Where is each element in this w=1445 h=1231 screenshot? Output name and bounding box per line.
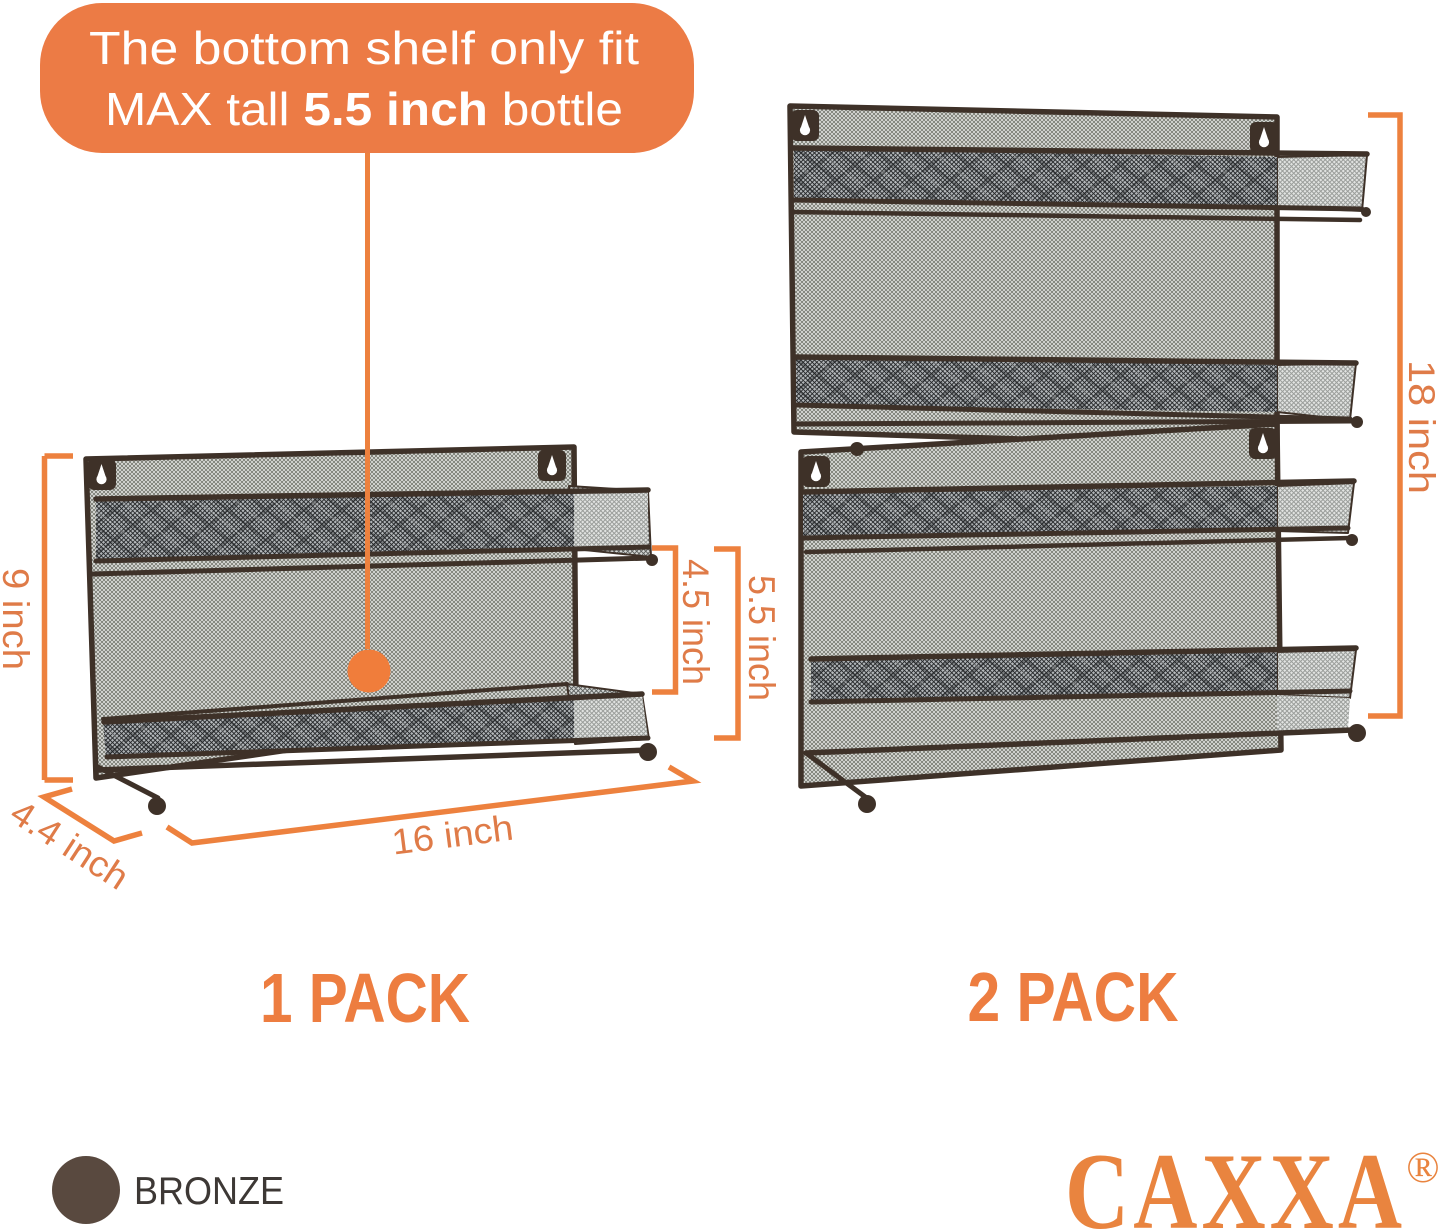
svg-text:2 PACK: 2 PACK [968,958,1179,1036]
svg-text:4.4 inch: 4.4 inch [3,791,136,897]
svg-text:9 inch: 9 inch [0,568,36,670]
svg-text:4.5 inch: 4.5 inch [675,559,716,685]
svg-text:1 PACK: 1 PACK [260,959,470,1037]
svg-text:18 inch: 18 inch [1401,360,1442,494]
svg-text:The bottom shelf only fit: The bottom shelf only fit [89,22,639,74]
svg-text:CAXXA: CAXXA [1065,1130,1406,1231]
svg-text:5.5 inch: 5.5 inch [741,575,782,701]
svg-text:BRONZE: BRONZE [134,1170,284,1213]
svg-text:®: ® [1406,1143,1439,1192]
svg-text:MAX tall 5.5 inch bottle: MAX tall 5.5 inch bottle [105,83,623,135]
